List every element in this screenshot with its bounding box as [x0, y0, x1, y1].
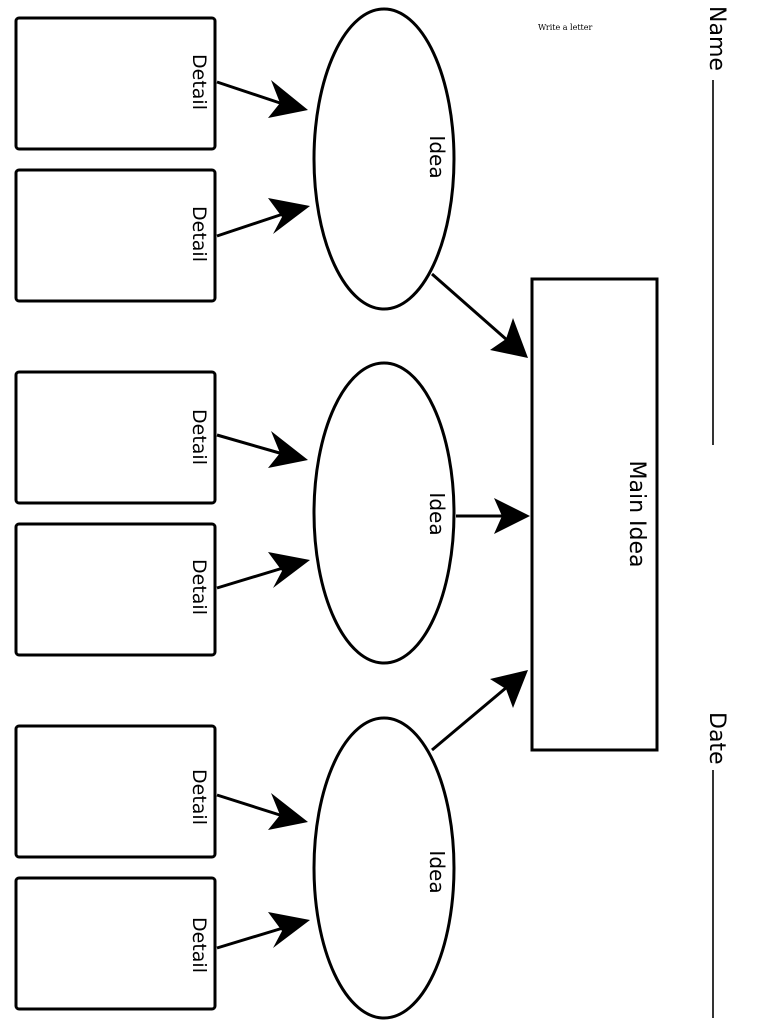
detail-label-2-1: Detail: [188, 409, 210, 465]
date-label: Date: [704, 712, 729, 765]
arrow-detail-1-2: [216, 198, 310, 238]
arrow-detail-3-1: [216, 793, 308, 830]
detail-label-2-2: Detail: [188, 559, 210, 615]
idea-group-2: Idea Detail Detail: [14, 361, 530, 665]
arrow-detail-2-1: [216, 431, 308, 468]
idea-oval-1: Idea: [312, 7, 456, 311]
detail-box-1-2: Detail: [14, 168, 217, 303]
idea-group-3: Idea Detail Detail: [14, 670, 528, 1020]
detail-box-3-2: Detail: [14, 876, 217, 1011]
arrow-idea-2-main: [456, 498, 530, 534]
arrow-detail-3-2: [216, 912, 310, 950]
date-field: Date: [704, 712, 729, 1018]
write-a-letter-note: Write a letter: [538, 23, 593, 32]
arrow-detail-2-2: [216, 552, 310, 590]
detail-label-3-2: Detail: [188, 917, 210, 973]
detail-label-3-1: Detail: [188, 769, 210, 825]
name-label: Name: [704, 6, 729, 71]
main-idea-box: Main Idea: [530, 277, 659, 752]
idea-label-1: Idea: [425, 135, 449, 178]
idea-oval-2: Idea: [312, 361, 456, 665]
detail-box-2-2: Detail: [14, 522, 217, 657]
name-field: Name: [704, 6, 729, 445]
arrow-detail-1-1: [216, 80, 308, 118]
idea-label-3: Idea: [425, 850, 449, 893]
main-idea-label: Main Idea: [624, 461, 649, 568]
detail-box-1-1: Detail: [14, 16, 217, 151]
arrow-idea-3-main: [431, 670, 528, 752]
idea-group-1: Idea Detail Detail: [14, 7, 528, 358]
arrow-idea-1-main: [431, 272, 528, 358]
detail-label-1-2: Detail: [188, 206, 210, 262]
detail-box-2-1: Detail: [14, 370, 217, 505]
idea-label-2: Idea: [425, 492, 449, 535]
detail-label-1-1: Detail: [188, 54, 210, 110]
detail-box-3-1: Detail: [14, 724, 217, 859]
idea-oval-3: Idea: [312, 716, 456, 1020]
